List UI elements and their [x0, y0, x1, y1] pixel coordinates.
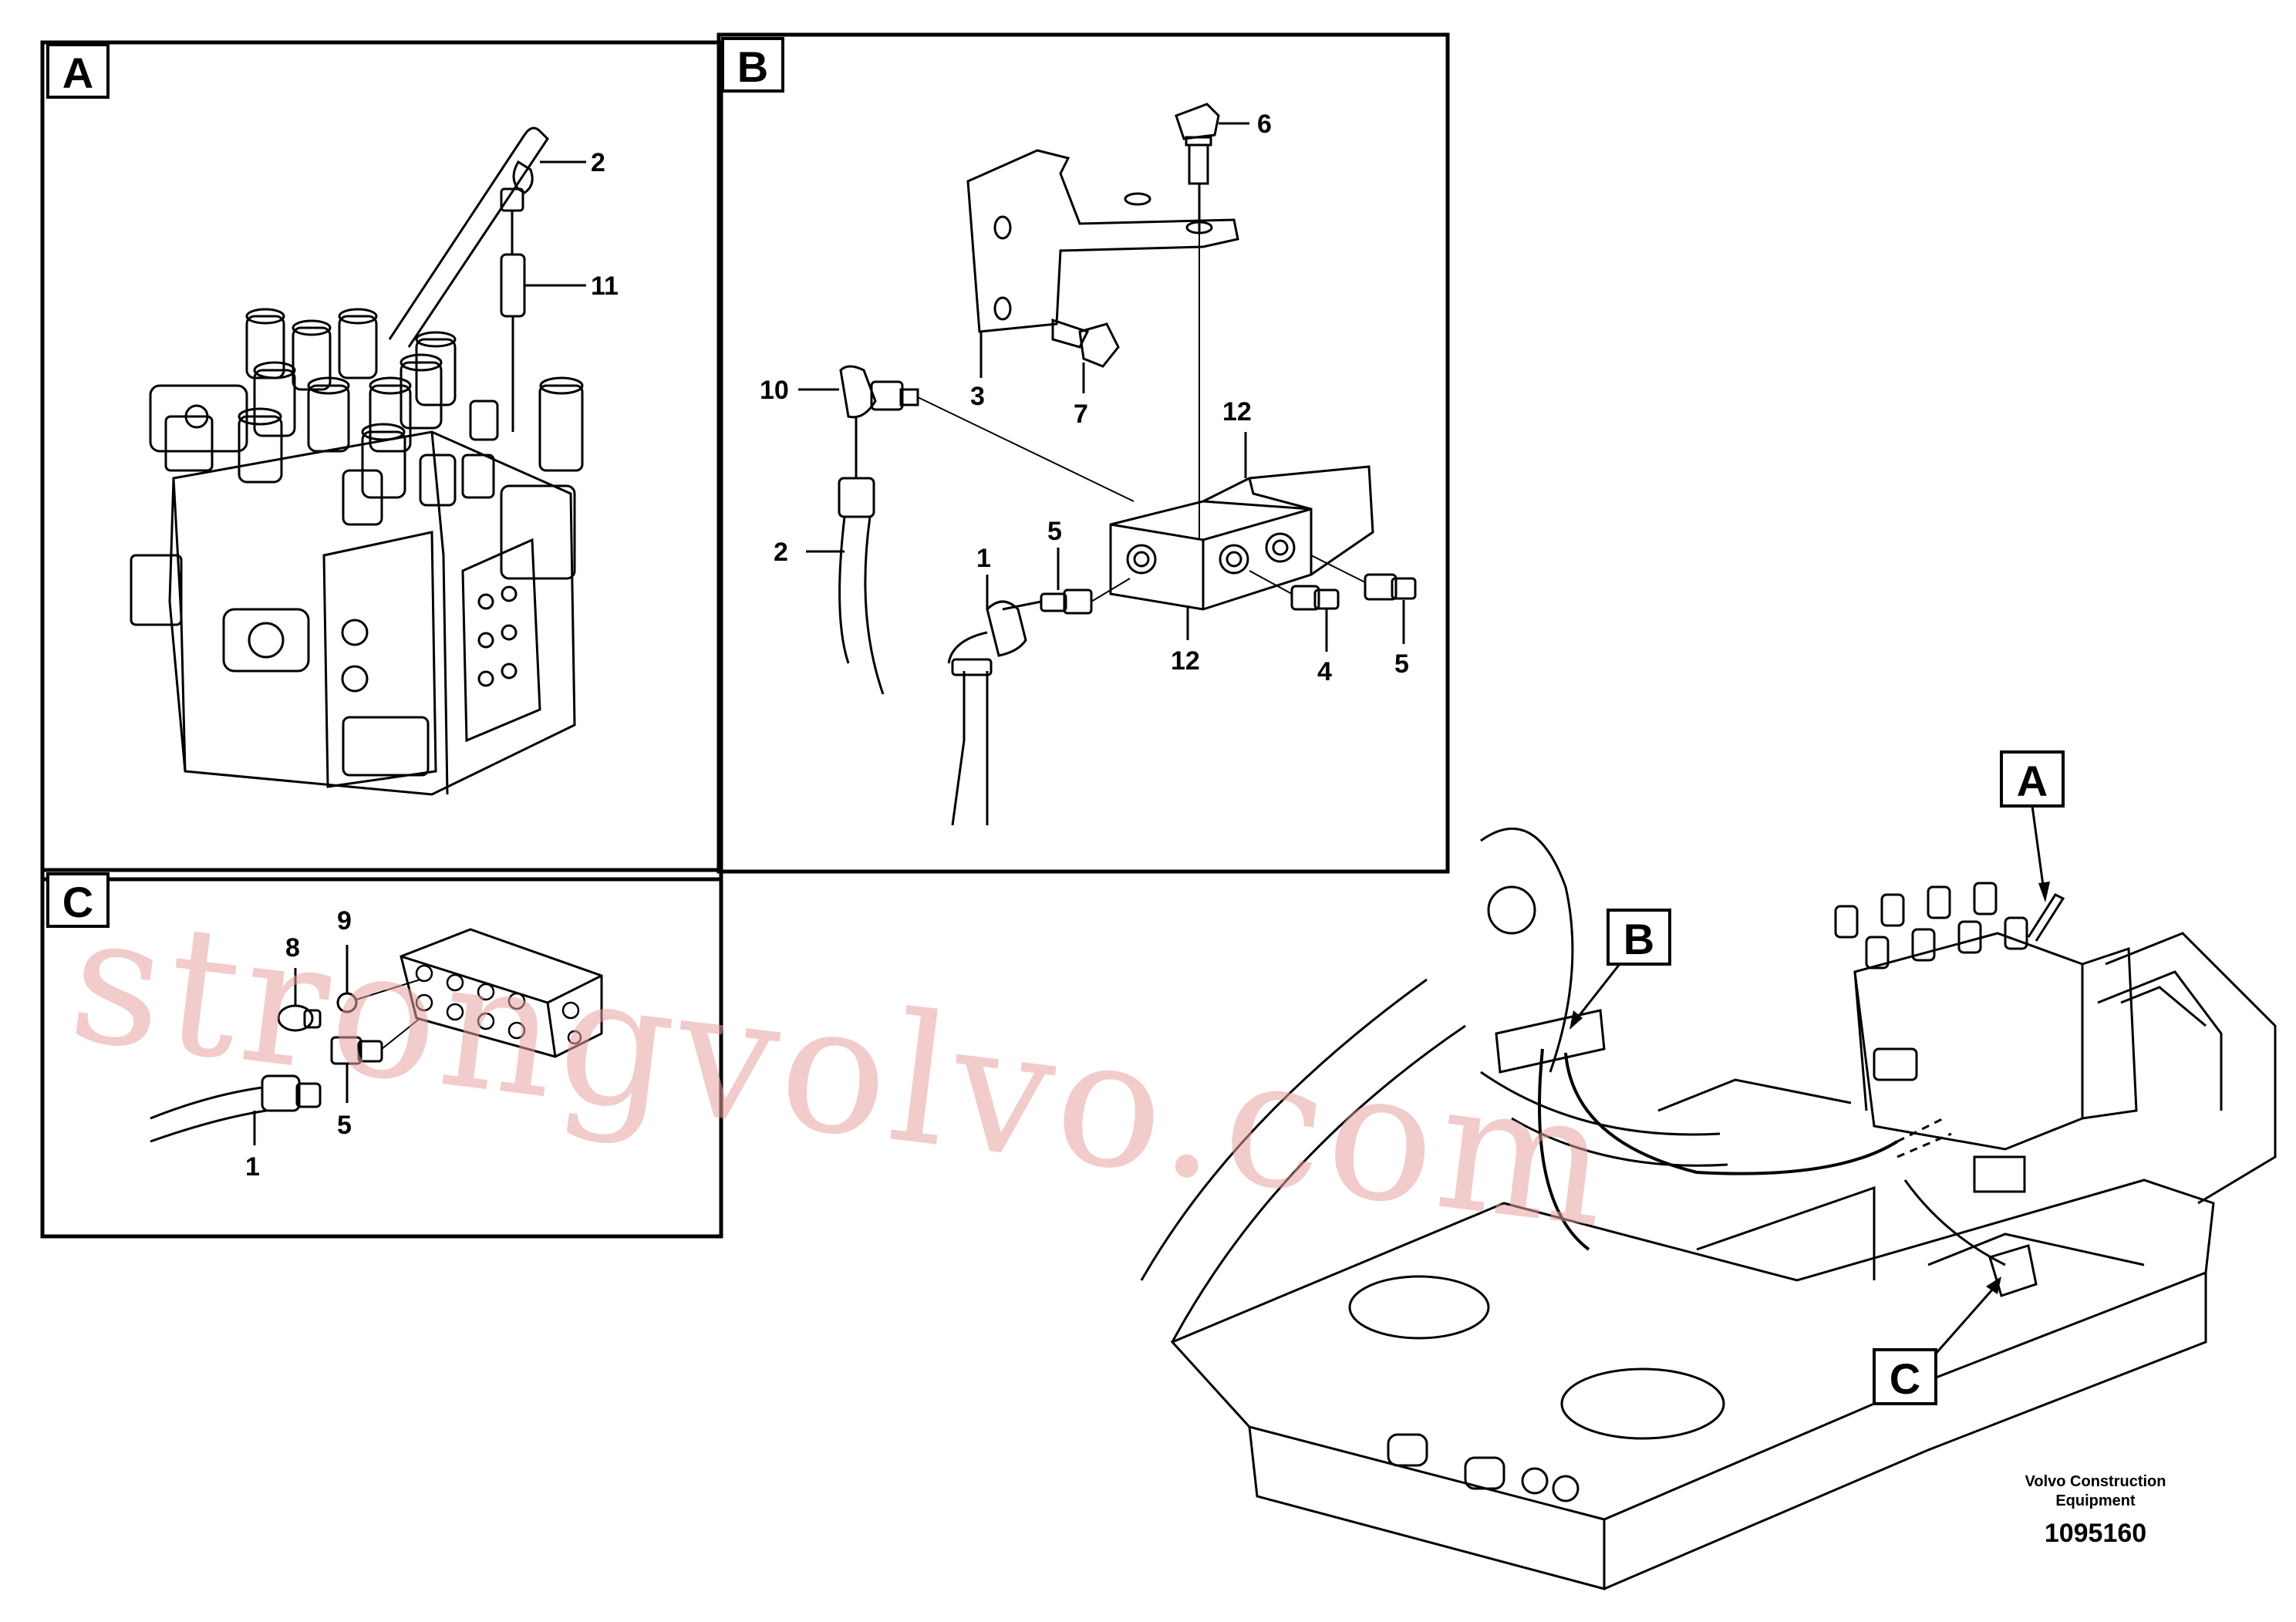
callouts-panel-a: 2 11 — [524, 148, 619, 301]
svg-text:5: 5 — [337, 1111, 352, 1140]
svg-text:12: 12 — [1171, 646, 1200, 676]
svg-text:6: 6 — [1257, 110, 1272, 139]
panel-label-a[interactable]: A — [46, 43, 110, 99]
bracket-assembly-drawing — [838, 103, 1417, 826]
company-name-line2: Equipment — [2055, 1492, 2136, 1509]
svg-text:11: 11 — [591, 271, 619, 301]
svg-text:C: C — [1890, 1354, 1920, 1403]
svg-text:4: 4 — [1317, 657, 1332, 686]
control-valve-drawing — [130, 126, 584, 796]
svg-text:8: 8 — [285, 933, 300, 963]
svg-text:5: 5 — [1394, 649, 1409, 679]
svg-text:1: 1 — [976, 544, 991, 573]
svg-text:5: 5 — [1047, 517, 1062, 546]
watermark: strongvolvo.com — [60, 875, 1623, 1269]
panel-frames — [40, 32, 1450, 1239]
panel-label-c[interactable]: C — [46, 872, 110, 928]
svg-text:12: 12 — [1222, 397, 1252, 427]
document-number: 1095160 — [2044, 1519, 2147, 1548]
svg-text:10: 10 — [760, 376, 789, 405]
overview-label-b[interactable]: B — [1569, 909, 1671, 1030]
svg-text:9: 9 — [337, 906, 352, 936]
company-name-line1: Volvo Construction — [2025, 1473, 2166, 1490]
overview-label-c[interactable]: C — [1873, 1276, 2001, 1405]
overview-label-a[interactable]: A — [2000, 750, 2065, 902]
svg-text:B: B — [737, 42, 768, 91]
svg-text:2: 2 — [591, 148, 605, 177]
callouts-panel-b: 6 3 7 10 12 2 1 5 12 4 5 — [760, 110, 1409, 686]
svg-text:1: 1 — [245, 1152, 260, 1182]
callouts-panel-c: 8 9 5 1 — [245, 906, 352, 1182]
svg-text:A: A — [2017, 757, 2048, 805]
svg-text:A: A — [62, 49, 93, 97]
svg-text:C: C — [62, 878, 93, 926]
svg-text:3: 3 — [970, 382, 985, 411]
svg-text:2: 2 — [774, 538, 788, 567]
footer-info: Volvo Construction Equipment 1095160 — [1980, 1472, 2211, 1549]
svg-text:7: 7 — [1074, 400, 1088, 429]
panel-label-b[interactable]: B — [721, 37, 784, 93]
machine-frame-drawing — [1140, 827, 2277, 1590]
svg-text:B: B — [1623, 915, 1654, 963]
